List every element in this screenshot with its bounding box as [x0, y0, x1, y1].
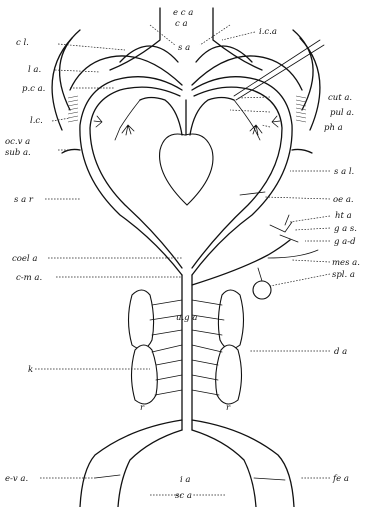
label-gas: g a s.: [334, 224, 357, 234]
splenic-branch: [258, 268, 262, 281]
label-sar: s a r: [14, 195, 34, 205]
pharyngeal-tuft-right: [272, 116, 280, 127]
pulmocutaneous-right: [234, 100, 260, 140]
label-uga: u.g a: [176, 313, 197, 323]
head-outline-left: [110, 8, 160, 70]
heart-ventricle: [160, 134, 213, 205]
kidney-left-upper: [129, 290, 154, 349]
cutaneous-right-line: [234, 40, 320, 96]
label-da: d a: [334, 347, 347, 357]
pulmocutaneous-left: [115, 100, 140, 140]
carotid-arch-left: [70, 56, 182, 90]
epigastrico-vesical-left: [95, 475, 120, 478]
common-iliac-right-outer: [192, 420, 294, 507]
label-mesa: mes a.: [332, 258, 360, 268]
head-outline-right: [213, 8, 262, 70]
common-iliac-left-outer: [80, 420, 182, 507]
femoral-right: [254, 478, 285, 480]
spleen: [253, 281, 271, 299]
truncus-left: [140, 98, 182, 136]
cutaneous-right-line-2: [236, 45, 324, 100]
label-k: k: [28, 365, 33, 375]
coeliac-branch: [192, 240, 290, 285]
oesophageal-branch: [240, 192, 265, 195]
label-suba: sub a.: [5, 148, 31, 158]
label-ia: i a: [180, 475, 191, 485]
label-sa-top: s a: [178, 43, 190, 53]
label-ocva: oc.v a: [5, 137, 30, 147]
label-eca: e c a: [173, 8, 193, 18]
label-sal: s a l.: [334, 167, 354, 177]
label-la: l a.: [28, 65, 41, 75]
label-sca: sc a: [175, 491, 192, 501]
label-spla: spl. a: [332, 270, 355, 280]
common-iliac-right: [192, 430, 256, 507]
label-pca: p.c a.: [22, 84, 45, 94]
outer-arc-left-2: [52, 38, 72, 130]
mesenteric-branch: [268, 250, 318, 258]
label-cl: c l.: [16, 38, 29, 48]
common-iliac-left: [118, 430, 182, 507]
outer-arc-right-2: [300, 38, 320, 130]
kidney-left-lower: [132, 345, 158, 404]
label-ca: c a: [175, 19, 188, 29]
outer-arc-left: [60, 30, 80, 110]
label-lc: l.c.: [30, 116, 43, 126]
truncus-right: [190, 98, 234, 136]
label-r-right: r: [226, 403, 231, 413]
kidney-right-lower: [216, 345, 242, 404]
label-gad: g a-d: [334, 237, 356, 247]
label-oea: oe a.: [333, 195, 354, 205]
carotid-arch-right: [192, 56, 302, 90]
pulmonary-tuft-left: [122, 125, 134, 135]
label-pha: ph a: [324, 123, 343, 133]
label-cuta: cut a.: [328, 93, 352, 103]
pharyngeal-tuft-left: [94, 116, 102, 127]
label-fea: fe a: [332, 474, 349, 484]
pulmonary-tuft-right: [250, 125, 262, 135]
label-coela: coel a: [12, 254, 37, 264]
carotid-gland-right-hatch: [296, 96, 306, 122]
gastric-branches: [270, 215, 298, 242]
subclavian-right: [292, 149, 312, 153]
vessel-drawing: [52, 8, 324, 507]
label-cma: c-m a.: [16, 273, 42, 283]
label-hta: ht a: [335, 211, 352, 221]
label-eva: e-v a.: [5, 474, 28, 484]
label-ica: i.c.a: [259, 27, 277, 37]
label-pula: pul a.: [330, 108, 354, 118]
